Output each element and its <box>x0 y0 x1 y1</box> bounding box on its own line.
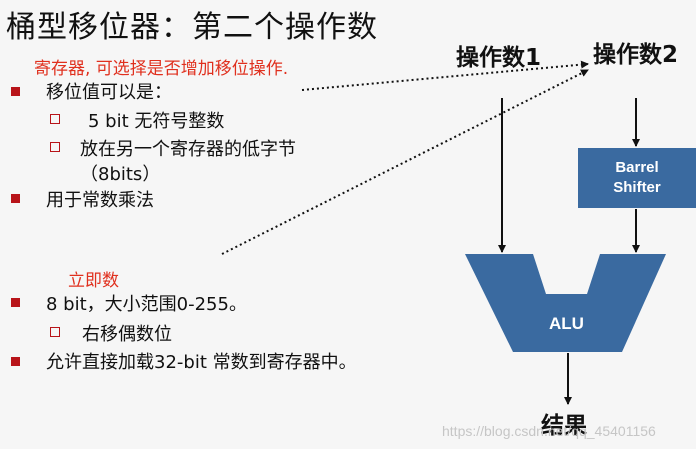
page-title: 桶型移位器：第二个操作数 <box>6 10 378 45</box>
alu-label: ALU <box>549 314 584 333</box>
result-label: 结果 <box>541 413 587 439</box>
watermark: https://blog.csdn.net/qq_45401156 <box>442 423 656 439</box>
immediate-pointer-arrow <box>221 69 589 255</box>
barrel-shifter-block: Barrel Shifter <box>578 148 696 208</box>
bullet-square-icon <box>11 194 20 203</box>
bullet-square-icon <box>11 357 20 366</box>
register-pointer-arrow <box>301 60 589 91</box>
bullet-box-icon <box>50 114 60 124</box>
in-register-text: 放在另一个寄存器的低字节 <box>80 139 296 160</box>
bullet-box-icon <box>50 327 60 337</box>
rotate-text: 右移偶数位 <box>82 324 172 345</box>
barrel-label: Barrel <box>615 159 659 176</box>
shifter-label: Shifter <box>613 179 661 196</box>
usage-text: 用于常数乘法 <box>46 190 154 211</box>
alu-shape <box>465 254 666 352</box>
immediate-range-text: 8 bit，大小范围0-255。 <box>46 294 247 315</box>
bullet-square-icon <box>11 87 20 96</box>
operand1-label: 操作数1 <box>456 45 542 71</box>
in-register-bits-text: （8bits） <box>80 164 161 185</box>
register-note: 寄存器, 可选择是否增加移位操作. <box>34 59 289 79</box>
operand2-label: 操作数2 <box>593 42 679 68</box>
immediate-note: 立即数 <box>68 271 119 291</box>
load-text: 允许直接加载32-bit 常数到寄存器中。 <box>46 352 357 373</box>
bullet-square-icon <box>11 298 20 307</box>
unsigned-int-text: 5 bit 无符号整数 <box>88 111 225 132</box>
shift-value-text: 移位值可以是： <box>46 82 172 103</box>
bullet-box-icon <box>50 142 60 152</box>
